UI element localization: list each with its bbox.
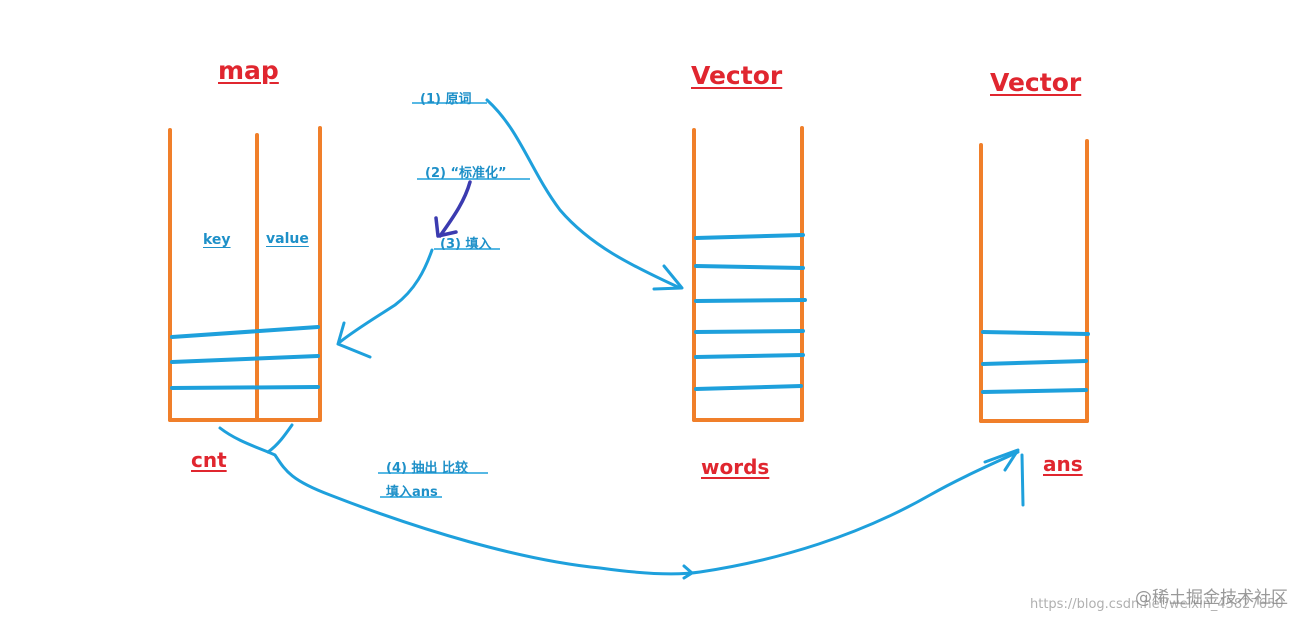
ans-tail-line	[1020, 453, 1025, 507]
value-label: value	[266, 231, 309, 247]
ans-container	[979, 139, 1089, 423]
map-slot	[170, 354, 320, 364]
words-slot	[694, 353, 805, 359]
step4-note-line1: (4) 抽出 比较	[386, 461, 468, 476]
arrow-head-ans	[983, 448, 1020, 472]
map-container	[168, 126, 322, 422]
arrow-from-value	[266, 423, 294, 454]
arrows	[218, 98, 1025, 580]
ans-slots	[981, 330, 1090, 394]
words-title: Vector	[691, 61, 783, 90]
step1-note: (1) 原词	[420, 92, 472, 107]
ans-label: ans	[1043, 452, 1083, 476]
arrow-original-to-words	[485, 98, 682, 290]
note-underlines	[378, 102, 530, 498]
arrow-map-to-ans	[218, 426, 1020, 576]
url-watermark: https://blog.csdn.net/weixin_45827650	[1030, 597, 1284, 612]
map-slots	[170, 325, 320, 390]
ans-slot	[981, 359, 1088, 366]
words-slot	[694, 298, 807, 303]
step4-note-line2: 填入ans	[386, 485, 438, 500]
arrow-head-map	[336, 321, 372, 359]
ans-slot	[981, 388, 1088, 394]
map-slot	[170, 385, 320, 390]
site-watermark: @稀土掘金技术社区	[1135, 588, 1288, 608]
ans-title: Vector	[990, 68, 1082, 97]
step2-note: (2) “标准化”	[425, 166, 507, 181]
cnt-label: cnt	[191, 448, 227, 472]
words-label: words	[701, 455, 770, 479]
words-slot	[694, 384, 803, 391]
key-label: key	[203, 232, 231, 248]
words-slots	[694, 233, 807, 391]
arrow-mid-head	[682, 564, 694, 580]
ans-slot	[981, 330, 1090, 336]
arrow-head-words	[652, 264, 684, 291]
map-title: map	[218, 56, 279, 85]
words-slot	[694, 329, 805, 334]
words-slot	[694, 233, 805, 240]
step3-note: (3) 填入	[440, 237, 492, 252]
map-slot	[170, 325, 320, 339]
arrow-standardize	[434, 180, 472, 238]
words-slot	[694, 264, 805, 270]
arrow-fill-to-map	[338, 248, 434, 344]
words-container	[692, 126, 804, 422]
